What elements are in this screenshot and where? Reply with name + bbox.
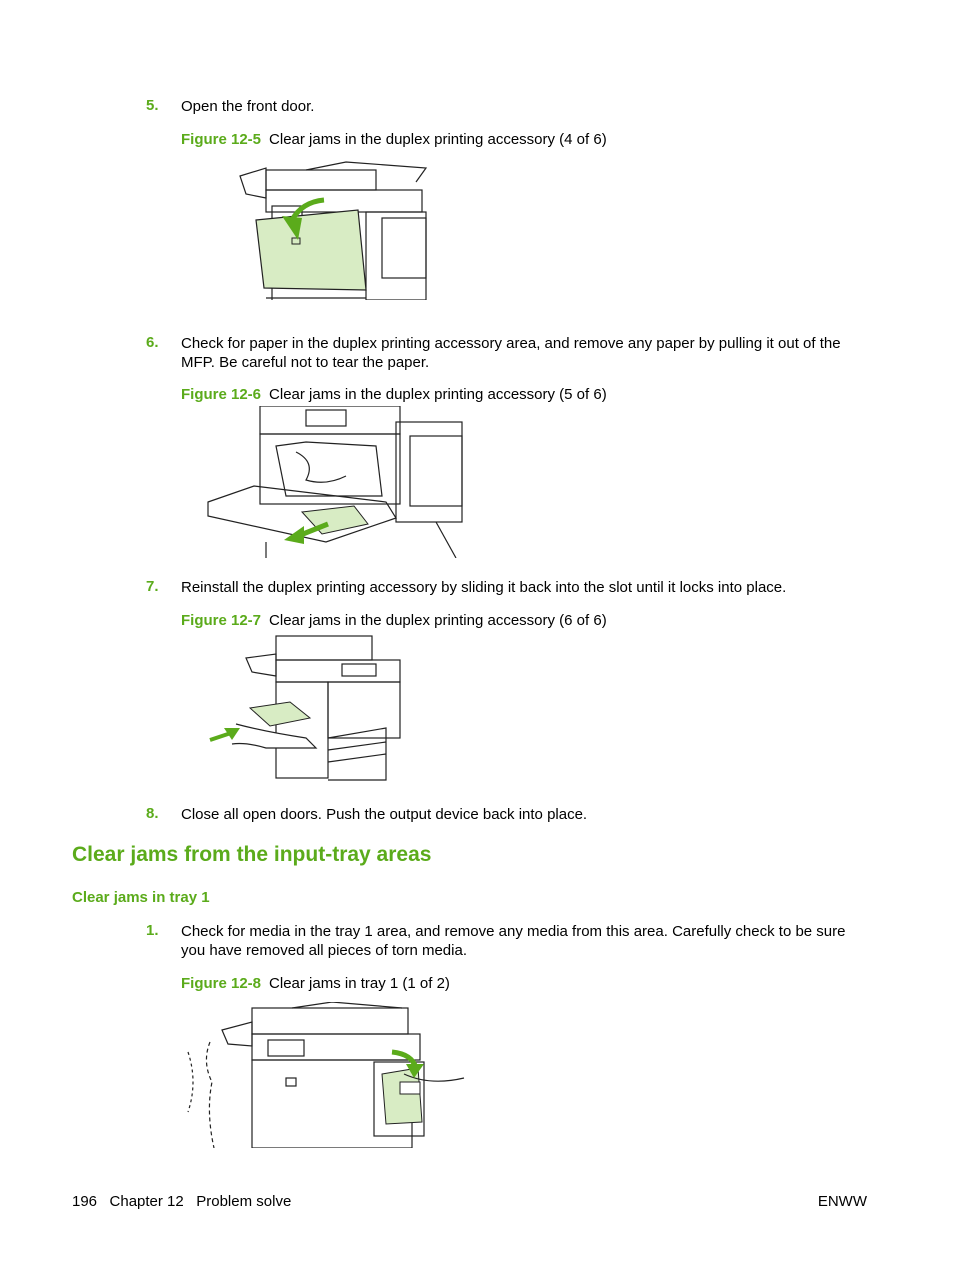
step-number: 6. (146, 334, 159, 351)
figure-caption-text: Clear jams in the duplex printing access… (269, 386, 607, 403)
step-number: 5. (146, 97, 159, 114)
figure-caption: Figure 12-6 Clear jams in the duplex prin… (181, 386, 607, 403)
reinstall-duplex-illustration (209, 635, 401, 781)
figure-caption-text: Clear jams in the duplex printing access… (269, 612, 607, 629)
step-number: 8. (146, 805, 159, 822)
step-text: Open the front door. (181, 98, 315, 115)
figure-label: Figure 12-5 (181, 131, 262, 148)
footer-page-info: 196 Chapter 12 Problem solve (72, 1193, 292, 1210)
step-text: Close all open doors. Push the output de… (181, 806, 588, 823)
step-text: Reinstall the duplex printing accessory … (181, 579, 787, 596)
footer-locale: ENWW (817, 1193, 867, 1210)
figure-caption: Figure 12-7 Clear jams in the duplex prin… (181, 612, 607, 629)
figure-caption-text: Clear jams in tray 1 (1 of 2) (269, 975, 450, 992)
section-heading: Clear jams from the input-tray areas (72, 843, 432, 866)
figure-label: Figure 12-7 (181, 612, 262, 629)
step-number: 7. (146, 578, 159, 595)
figure-caption: Figure 12-5 Clear jams in the duplex prin… (181, 131, 607, 148)
figure-caption: Figure 12-8 Clear jams in tray 1 (1 of 2) (181, 975, 450, 992)
step-number: 1. (146, 922, 159, 939)
step-text: Check for paper in the duplex printing a… (181, 335, 841, 371)
step-text: Check for media in the tray 1 area, and … (181, 923, 846, 959)
duplex-accessory-area-illustration (207, 406, 463, 558)
figure-label: Figure 12-6 (181, 386, 262, 403)
figure-label: Figure 12-8 (181, 975, 262, 992)
subsection-heading: Clear jams in tray 1 (72, 889, 210, 906)
tray1-illustration (187, 1002, 465, 1148)
printer-front-door-illustration (239, 161, 428, 300)
figure-caption-text: Clear jams in the duplex printing access… (269, 131, 607, 148)
